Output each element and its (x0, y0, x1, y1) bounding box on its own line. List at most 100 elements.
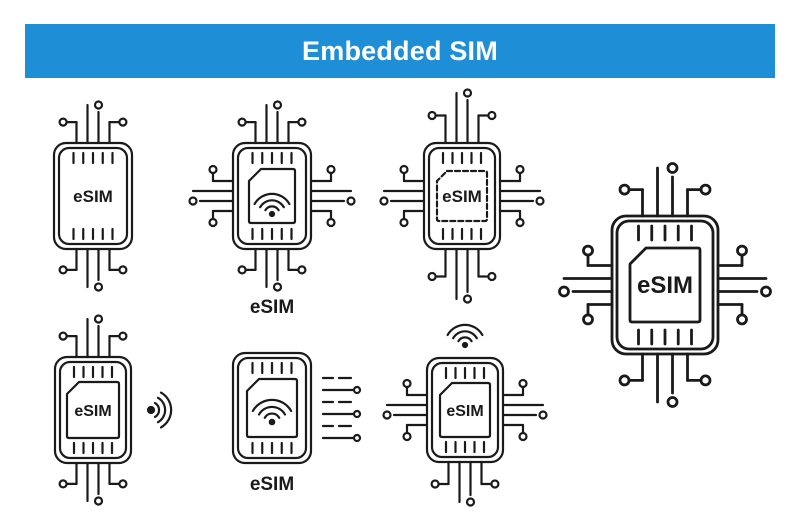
trace-node (518, 378, 528, 389)
chip-outer-frame (231, 141, 313, 251)
trace-node (297, 265, 307, 275)
esim-caption: eSIM (250, 474, 294, 495)
trace-node (379, 196, 389, 206)
chip-inner-frame (236, 146, 308, 246)
title-banner: Embedded SIM (25, 24, 775, 78)
chip-inner-frame (58, 360, 128, 460)
trace-node (465, 497, 476, 507)
trace-node (58, 479, 68, 489)
trace-node (58, 331, 68, 341)
wifi-icon (251, 398, 293, 426)
trace-node (188, 196, 198, 206)
sim-card-outline (438, 381, 492, 439)
trace-node (518, 431, 528, 442)
wifi-icon (253, 192, 291, 218)
trace-node (538, 410, 548, 420)
trace-node (272, 282, 283, 292)
wifi-dot (461, 341, 469, 349)
chip-inner-frame (430, 361, 500, 459)
trace-node (736, 313, 748, 326)
wifi-dot (268, 210, 276, 218)
esim-caption: eSIM (250, 297, 294, 318)
trace-node (346, 196, 356, 206)
trace-node (699, 374, 712, 387)
chip-inner-frame (427, 146, 497, 246)
trace-node (272, 100, 283, 110)
trace-node (618, 183, 631, 196)
trace-node (297, 117, 307, 127)
chip-label: eSIM (446, 403, 483, 420)
trace-node (487, 110, 497, 121)
trace-node (430, 479, 440, 489)
nfc-wave (159, 391, 173, 429)
wifi-arc (452, 330, 478, 340)
trace-node (736, 244, 748, 257)
wifi-dot (268, 418, 276, 426)
trace-node (93, 314, 104, 324)
nfc-signal-icon (146, 391, 173, 429)
trace-node (58, 117, 68, 127)
trace-node (237, 117, 247, 127)
trace-node (93, 496, 104, 506)
trace-node (399, 217, 409, 228)
data-node (352, 433, 362, 443)
chip-inner-frame (615, 219, 715, 351)
sim-card-outline (247, 167, 297, 225)
wifi-arc (253, 192, 291, 206)
wifi-arc (259, 199, 285, 209)
trace-node (760, 285, 772, 298)
trace-node (515, 164, 525, 175)
trace-node (208, 217, 218, 228)
chip-outer-frame (231, 351, 313, 465)
trace-node (118, 479, 128, 489)
wifi-arc (251, 398, 293, 413)
wifi-arc (263, 412, 281, 419)
trace-node (462, 88, 473, 98)
trace-node (618, 374, 631, 387)
trace-node (582, 244, 594, 257)
chip-outer-frame (422, 141, 502, 251)
chip-outer-frame (52, 141, 134, 251)
trace-node (326, 164, 336, 175)
wifi-signal-icon (446, 323, 484, 349)
trace-node (118, 265, 128, 275)
chip-label: eSIM (73, 187, 113, 206)
chip-label: eSIM (74, 403, 111, 420)
trace-node (402, 378, 412, 389)
trace-node (326, 217, 336, 228)
chip-label: eSIM (637, 272, 693, 299)
chip-outer-frame (425, 356, 505, 464)
esim-chip-nfc-icon: eSIM (53, 314, 173, 506)
chip-outer-frame (610, 214, 720, 356)
trace-node (582, 313, 594, 326)
sim-card-outline (65, 380, 121, 440)
data-lines (321, 376, 362, 443)
trace-node (666, 162, 679, 174)
trace-node (58, 265, 68, 275)
esim-chip-wifi-signal-icon: eSIM (382, 323, 548, 507)
esim-chip-wifi-data-lines-icon: eSIM (231, 351, 362, 495)
esim-chip-wifi-icon: eSIM (188, 100, 356, 318)
chip-inner-frame (236, 356, 308, 460)
trace-node (490, 479, 500, 489)
nfc-wave (156, 396, 167, 424)
trace-node (118, 117, 128, 127)
trace-node (515, 217, 525, 228)
sim-card-outline (245, 377, 299, 439)
esim-chip-basic-icon: eSIM (52, 100, 134, 292)
trace-node (382, 410, 392, 420)
esim-chip-dashed-icon: eSIM (379, 88, 545, 304)
wifi-arc (264, 205, 280, 212)
trace-node (427, 110, 437, 121)
chip-outer-frame (53, 355, 133, 465)
trace-node (666, 396, 679, 408)
trace-node (237, 265, 247, 275)
trace-node (462, 294, 473, 304)
wifi-arc (446, 323, 484, 337)
nfc-wave (153, 401, 161, 419)
wifi-arc (257, 405, 287, 416)
nfc-dot (146, 405, 156, 415)
trace-node (118, 331, 128, 341)
data-node (352, 385, 362, 395)
